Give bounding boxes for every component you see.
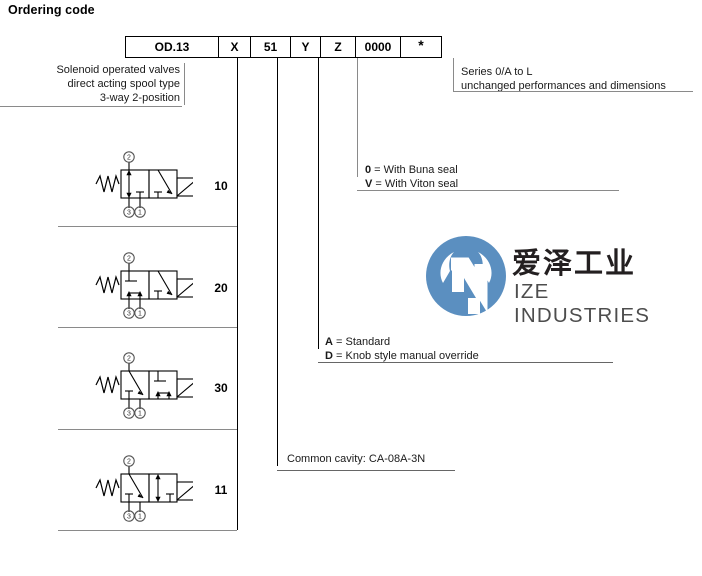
ordering-code-row: OD.13 X 51 Y Z 0000 * [125, 36, 442, 58]
code-cell-0000[interactable]: 0000 [356, 37, 401, 57]
symbol-row-11: 2 3 1 [88, 452, 203, 527]
override-text-a: = Standard [332, 336, 391, 348]
desc-line-3: 3-way 2-position [99, 92, 180, 104]
seal-underline [357, 190, 619, 192]
page-title: Ordering code [8, 3, 95, 17]
port-label-2: 2 [127, 256, 131, 263]
leader-line-x [237, 58, 239, 530]
seal-line-2: V = With Viton seal [365, 178, 458, 192]
override-text-d: = Knob style manual override [332, 349, 479, 362]
common-cavity-callout: Common cavity: CA-08A-3N [282, 453, 425, 467]
desc-underline [0, 106, 182, 108]
row-separator-2 [58, 327, 237, 329]
port-label-2: 2 [127, 155, 131, 162]
valve-symbol-30: 2 3 1 [95, 352, 203, 419]
desc-line-1: Solenoid operated valves [56, 64, 180, 76]
seal-type-callout: 0 = With Buna seal V = With Viton seal [360, 164, 458, 191]
row-separator-4 [58, 530, 237, 532]
override-line-1: A = Standard [325, 336, 479, 350]
seal-code-0: 0 [365, 164, 372, 176]
symbol-code-30: 30 [214, 381, 228, 395]
cavity-text: Common cavity: CA-08A-3N [287, 453, 426, 465]
leader-line-51 [277, 58, 279, 466]
symbol-row-10: 2 3 1 [88, 148, 203, 223]
port-label-3: 3 [127, 210, 131, 217]
leader-line-y [318, 58, 320, 349]
leader-line-z [357, 58, 359, 177]
series-callout: Series 0/A to L unchanged performances a… [456, 66, 666, 93]
override-underline [318, 362, 613, 364]
seal-text-v: = With Viton seal [372, 177, 459, 190]
logo-text-chinese: 爱泽工业 [512, 246, 637, 280]
valve-description-callout: Solenoid operated valves direct acting s… [40, 63, 185, 105]
series-underline [453, 91, 693, 93]
seal-text-0: = With Buna seal [371, 164, 458, 176]
seal-code-v: V [365, 177, 373, 190]
code-cell-star[interactable]: * [418, 36, 424, 53]
code-cell-y[interactable]: Y [291, 37, 321, 57]
code-cell-51[interactable]: 51 [251, 37, 291, 57]
desc-line-2: direct acting spool type [67, 78, 180, 90]
valve-symbol-20: 2 3 1 [95, 252, 203, 319]
valve-symbol-10: 2 3 1 [95, 151, 203, 218]
row-separator-1 [58, 226, 237, 228]
code-cell-model[interactable]: OD.13 [126, 37, 219, 57]
manual-override-callout: A = Standard D = Knob style manual overr… [320, 336, 479, 363]
port-label-2: 2 [127, 356, 131, 363]
port-label-3: 3 [127, 411, 131, 418]
code-cell-z[interactable]: Z [321, 37, 356, 57]
symbol-code-20: 20 [214, 281, 228, 295]
port-label-1: 1 [138, 311, 142, 318]
symbol-code-11: 11 [214, 483, 228, 497]
port-label-1: 1 [138, 411, 142, 418]
port-label-2: 2 [127, 459, 131, 466]
seal-line-1: 0 = With Buna seal [365, 164, 458, 178]
row-separator-3 [58, 429, 237, 431]
override-line-2: D = Knob style manual override [325, 350, 479, 364]
override-code-d: D [325, 349, 333, 362]
symbol-row-20: 2 3 1 [88, 249, 203, 324]
valve-symbol-11: 2 3 1 [95, 455, 203, 522]
port-label-3: 3 [127, 311, 131, 318]
port-label-1: 1 [138, 210, 142, 217]
series-line-2: unchanged performances and dimensions [461, 79, 666, 92]
series-line-1: Series 0/A to L [461, 66, 533, 78]
symbol-row-30: 2 3 1 [88, 349, 203, 424]
code-cell-x[interactable]: X [219, 37, 251, 57]
company-logo: 爱泽工业 IZE INDUSTRIES [424, 232, 674, 327]
logo-text-english: IZE INDUSTRIES [514, 280, 651, 327]
cavity-underline [277, 470, 455, 472]
ize-wrench-circle-icon [426, 236, 506, 316]
port-label-1: 1 [138, 514, 142, 521]
symbol-code-10: 10 [214, 179, 228, 193]
port-label-3: 3 [127, 514, 131, 521]
leader-line-star [453, 58, 455, 91]
override-code-a: A [325, 336, 333, 348]
